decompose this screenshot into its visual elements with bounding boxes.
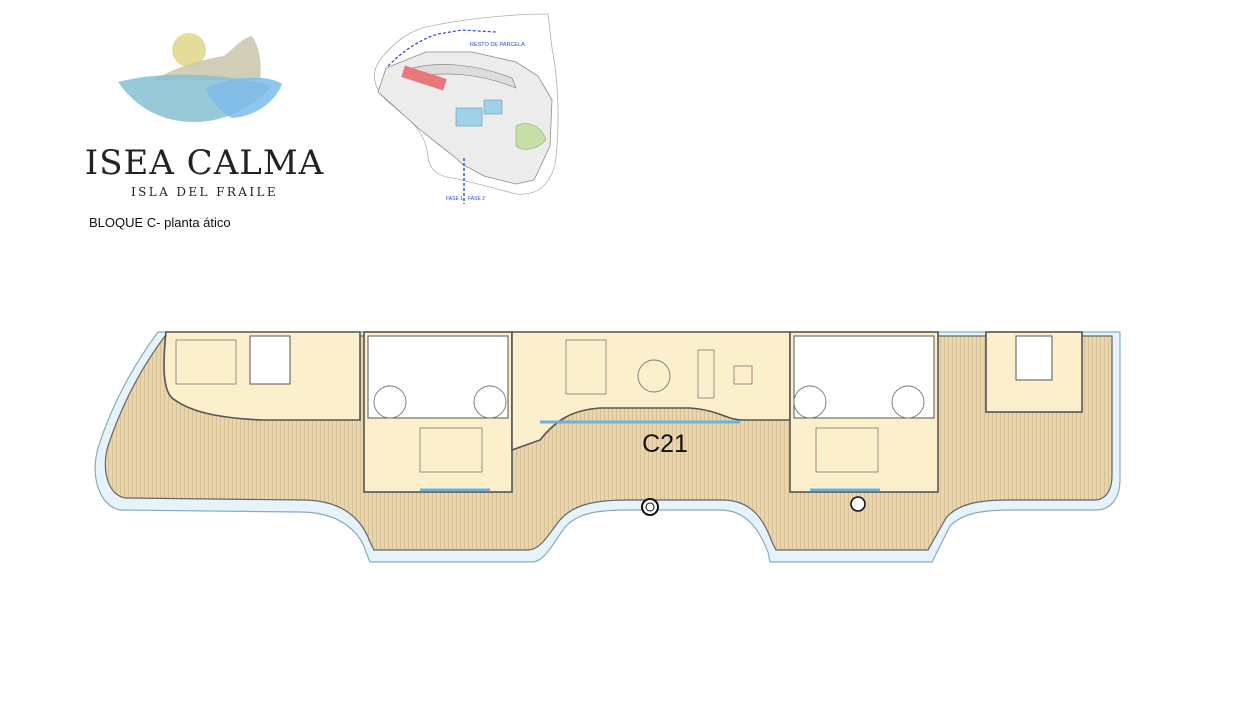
logo-water-shape (206, 77, 282, 118)
block-caption: BLOQUE C- planta ático (89, 215, 231, 230)
site-location-map: RESTO DE PARCELA FASE 1 FASE 2 (373, 13, 559, 204)
map-label-phase1: FASE 1 (446, 196, 463, 202)
bed-west (175, 339, 237, 385)
map-label-parcel: RESTO DE PARCELA (470, 42, 525, 48)
isea-calma-logo: ISEA CALMA ISLA DEL FRAILE (82, 30, 327, 205)
elevator-east-1 (793, 385, 827, 419)
block-c-highlight (401, 65, 447, 91)
stair-core-west (367, 335, 509, 419)
elevator-east-2 (891, 385, 925, 419)
bed-center-west (419, 427, 483, 473)
living-area (511, 331, 791, 452)
map-label-phase2: FASE 2 (468, 196, 485, 202)
logo-sun-shape (172, 33, 206, 67)
brand-name: ISEA CALMA (84, 143, 325, 183)
sofa (697, 349, 715, 399)
stair-west (249, 335, 291, 385)
logo-mountain-shape (154, 36, 261, 80)
floor-plan: C21 (94, 331, 1121, 563)
elevator-west-2 (473, 385, 507, 419)
unit-label: C21 (642, 430, 688, 458)
stair-east (1015, 335, 1053, 381)
bed-center-east (815, 427, 879, 473)
logo-emblem-icon (118, 33, 282, 122)
elevator-west-1 (373, 385, 407, 419)
block-arc (405, 64, 517, 89)
column-marker-1 (641, 498, 659, 516)
kitchen-counter (565, 339, 607, 395)
stair-core-east (793, 335, 935, 419)
pool-1 (455, 107, 483, 127)
column-marker-1-inner (645, 502, 655, 512)
garden-area (515, 123, 547, 150)
column-marker-2 (850, 496, 866, 512)
dining-table (637, 359, 671, 393)
parcel-boundary-line (387, 29, 497, 67)
coffee-table (733, 365, 753, 385)
pool-2 (483, 99, 503, 115)
brand-subtitle: ISLA DEL FRAILE (130, 185, 279, 199)
